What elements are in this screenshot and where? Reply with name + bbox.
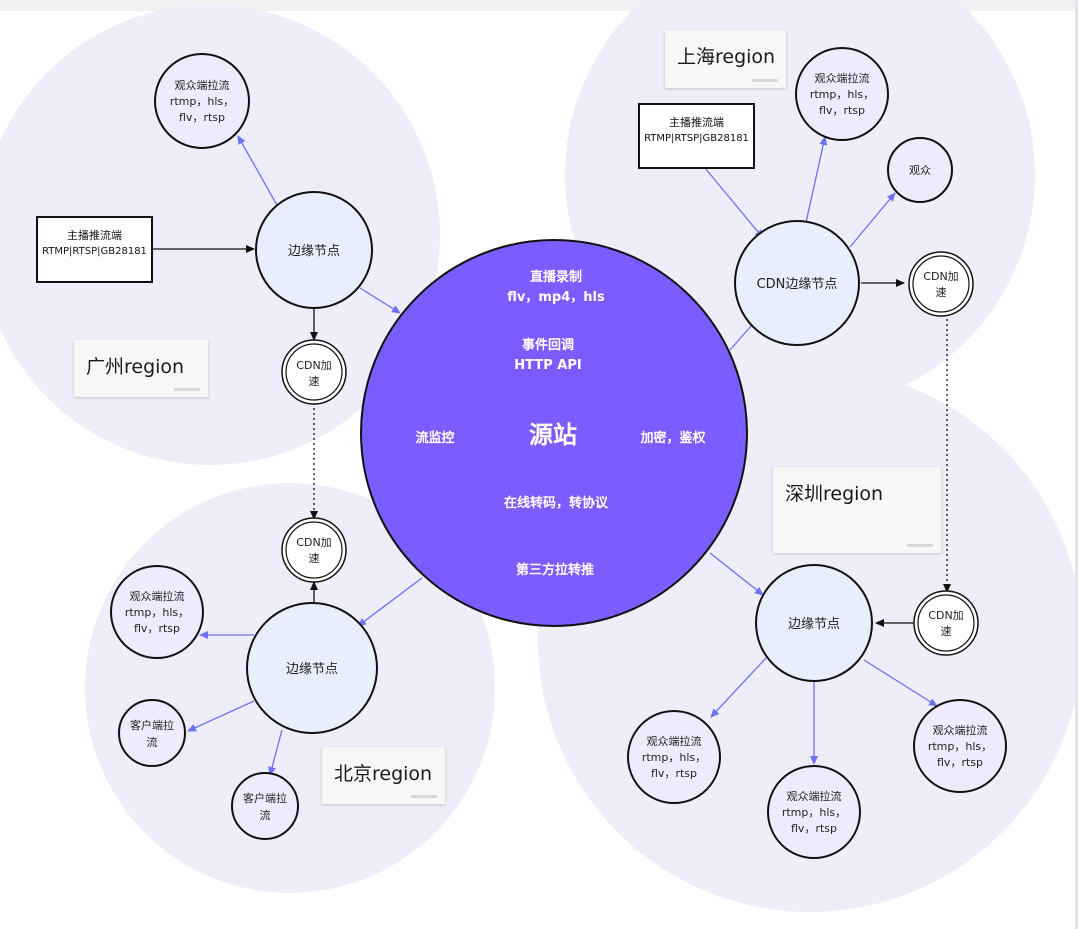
edge-node-label: 边缘节点 (288, 244, 340, 259)
svg-text:观众端拉流: 观众端拉流 (647, 734, 702, 748)
cdn-accel-shenzhen: CDN加 速 (913, 590, 979, 656)
top-toolbar-strip (0, 0, 1078, 11)
origin-relay: 第三方拉转推 (516, 562, 594, 578)
pusher-box-shanghai: 主播推流端 RTMP|RTSP|GB28181 (638, 103, 755, 169)
pusher-protocols: RTMP|RTSP|GB28181 (644, 133, 749, 144)
svg-text:rtmp，hls，: rtmp，hls， (928, 740, 992, 753)
svg-text:rtmp，hls，: rtmp，hls， (170, 95, 234, 108)
cdn-edge-node-shanghai: CDN边缘节点 (734, 220, 860, 346)
region-label-guangzhou: 广州region (86, 356, 185, 378)
connectors (153, 135, 951, 776)
edge-arrow (863, 659, 938, 707)
edge-node-label: 边缘节点 (788, 617, 840, 632)
cdn-accel-guangzhou: CDN加 速 (281, 339, 347, 405)
svg-text:flv，rtsp: flv，rtsp (819, 104, 865, 117)
svg-text:rtmp，hls，: rtmp，hls， (642, 751, 706, 764)
origin-callback-title: 事件回调 (522, 337, 574, 353)
viewer-pull-shenzhen-2: 观众端拉流 rtmp，hls， flv，rtsp (767, 765, 861, 859)
svg-text:flv，rtsp: flv，rtsp (179, 111, 225, 124)
viewer-pull-beijing: 观众端拉流 rtmp，hls， flv，rtsp (110, 565, 204, 659)
edge-arrow (187, 700, 255, 732)
edge-arrow (709, 552, 764, 596)
cdn-accel-line2: 速 (936, 286, 947, 299)
origin-monitor: 流监控 (415, 430, 454, 446)
origin-node (360, 239, 748, 627)
origin-callback-api: HTTP API (514, 358, 581, 373)
region-note-beijing: 北京region (322, 747, 445, 804)
edge-node-guangzhou: 边缘节点 (255, 191, 373, 309)
pusher-protocols: RTMP|RTSP|GB28181 (42, 246, 147, 257)
edge-node-label: 边缘节点 (286, 662, 338, 677)
svg-text:rtmp，hls，: rtmp，hls， (125, 606, 189, 619)
cdn-accel-shanghai: CDN加 速 (908, 251, 974, 317)
right-scroll-edge (1075, 0, 1078, 929)
svg-text:客户端拉: 客户端拉 (243, 791, 287, 805)
cdn-accel-line2: 速 (941, 625, 952, 638)
svg-text:flv，rtsp: flv，rtsp (791, 822, 837, 835)
client-pull-beijing-2: 客户端拉 流 (231, 772, 299, 840)
edge-arrow (704, 167, 764, 239)
region-note-guangzhou: 广州region (74, 340, 208, 397)
client-pull-beijing-1: 客户端拉 流 (118, 699, 186, 767)
cdn-accel-line2: 速 (309, 552, 320, 565)
edge-arrow (710, 657, 767, 718)
region-label-beijing: 北京region (334, 763, 433, 785)
origin-auth: 加密，鉴权 (639, 430, 706, 446)
region-label-shenzhen: 深圳region (785, 483, 884, 505)
region-label-shanghai: 上海region (677, 46, 776, 68)
cdn-accel-line1: CDN加 (296, 359, 331, 372)
svg-text:观众端拉流: 观众端拉流 (815, 71, 870, 85)
cdn-edge-node-label: CDN边缘节点 (757, 277, 838, 292)
edge-arrow (804, 136, 828, 228)
svg-text:观众: 观众 (909, 164, 931, 177)
cdn-accel-line1: CDN加 (923, 270, 958, 283)
svg-text:rtmp，hls，: rtmp，hls， (782, 806, 846, 819)
edge-arrow (357, 577, 423, 627)
origin-record-formats: flv，mp4，hls (507, 290, 605, 305)
svg-text:flv，rtsp: flv，rtsp (651, 767, 697, 780)
viewer-shanghai: 观众 (887, 137, 953, 203)
edge-arrow (849, 192, 896, 248)
edge-node-beijing: 边缘节点 (246, 602, 378, 734)
viewer-pull-shenzhen-1: 观众端拉流 rtmp，hls， flv，rtsp (627, 710, 721, 804)
region-note-shanghai: 上海region (665, 30, 786, 88)
svg-text:flv，rtsp: flv，rtsp (134, 622, 180, 635)
edge-arrow (359, 287, 401, 314)
svg-text:rtmp，hls，: rtmp，hls， (810, 88, 874, 101)
viewer-pull-shenzhen-3: 观众端拉流 rtmp，hls， flv，rtsp (913, 699, 1007, 793)
pusher-box-guangzhou: 主播推流端 RTMP|RTSP|GB28181 (36, 216, 153, 283)
edge-arrow (268, 729, 283, 776)
cdn-accel-line2: 速 (309, 375, 320, 388)
cdn-accel-line1: CDN加 (928, 609, 963, 622)
svg-text:观众端拉流: 观众端拉流 (933, 723, 988, 737)
svg-text:观众端拉流: 观众端拉流 (175, 78, 230, 92)
viewer-pull-shanghai: 观众端拉流 rtmp，hls， flv，rtsp (795, 47, 889, 141)
edge-arrow (237, 135, 279, 208)
svg-text:客户端拉: 客户端拉 (130, 718, 174, 732)
edge-node-shenzhen: 边缘节点 (755, 564, 873, 682)
pusher-title: 主播推流端 (669, 116, 724, 129)
svg-text:flv，rtsp: flv，rtsp (937, 756, 983, 769)
origin-record-title: 直播录制 (530, 269, 582, 285)
cdn-accel-line1: CDN加 (296, 536, 331, 549)
viewer-pull-guangzhou: 观众端拉流 rtmp，hls， flv，rtsp (154, 53, 250, 149)
svg-text:流: 流 (147, 735, 158, 749)
region-note-shenzhen: 深圳region (773, 467, 941, 553)
origin-title: 源站 (529, 421, 577, 449)
svg-text:观众端拉流: 观众端拉流 (130, 589, 185, 603)
cdn-accel-beijing: CDN加 速 (281, 517, 347, 583)
svg-text:观众端拉流: 观众端拉流 (787, 789, 842, 803)
pusher-title: 主播推流端 (67, 229, 122, 242)
svg-text:流: 流 (260, 808, 271, 822)
origin-transcode: 在线转码，转协议 (504, 495, 609, 511)
